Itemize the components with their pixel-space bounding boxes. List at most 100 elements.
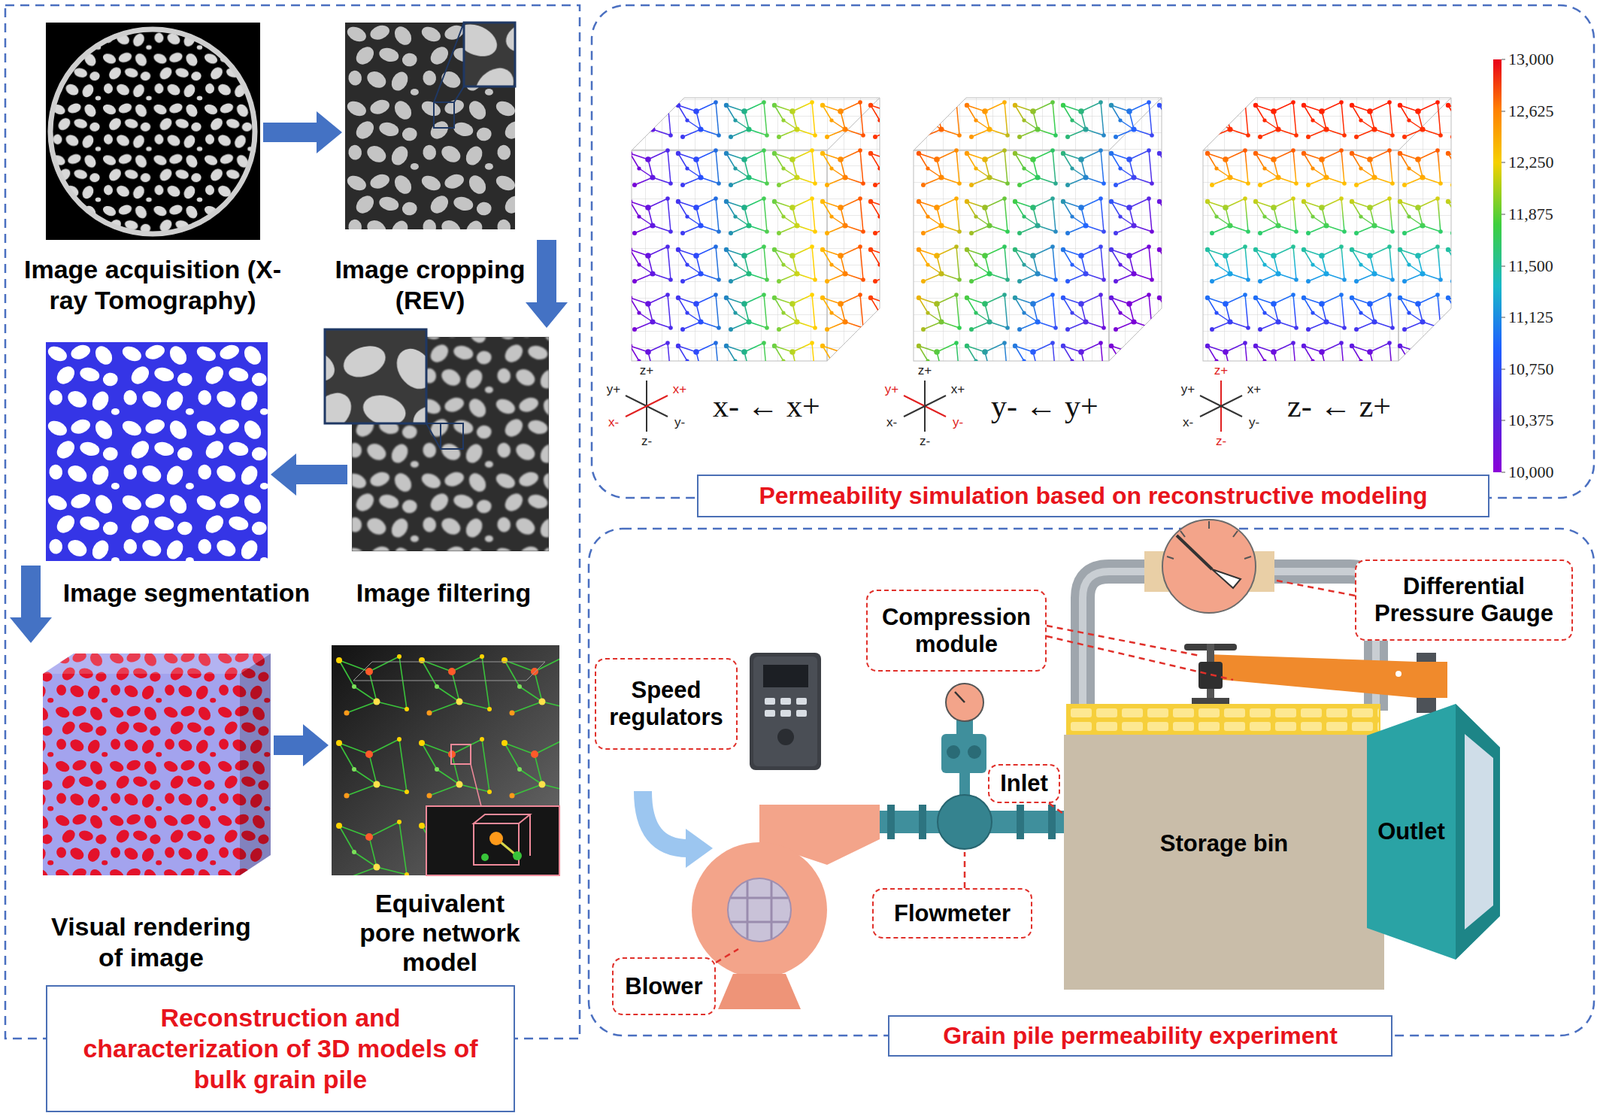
leader-line-part — [1276, 580, 1355, 596]
axis-triad-part — [903, 395, 946, 417]
axis-label: y+ — [606, 382, 621, 397]
segmented-image-part — [45, 342, 268, 561]
ct-image-part — [50, 29, 255, 234]
inlet-pipe-part — [946, 745, 961, 759]
panel-border-part — [5, 5, 580, 1039]
axis-label: x- — [608, 415, 619, 431]
flow-arrow — [270, 453, 348, 496]
blower-part-part — [730, 921, 788, 924]
image-caption: Image segmentation — [43, 577, 330, 609]
outlet-shape — [1366, 703, 1500, 960]
pressure-gauge-part — [1162, 519, 1256, 613]
ct-image-part — [45, 22, 261, 240]
filtered-image-part — [440, 423, 464, 449]
pressure-gauge — [1144, 519, 1275, 613]
color-bar-part — [1501, 59, 1506, 473]
axis-triad-part — [625, 395, 668, 417]
color-bar-part-part — [1501, 317, 1506, 319]
image-caption: Image acquisition (X-ray Tomography) — [17, 254, 288, 316]
callout-label: Inlet — [987, 763, 1061, 804]
speed-regulator-part-part — [796, 709, 807, 717]
node-text: Reconstruction and characterization of 3… — [67, 1002, 494, 1094]
ct-image — [45, 22, 261, 240]
node-text: Compression module — [873, 603, 1040, 658]
segmented-image: Image segmentation — [21, 342, 268, 561]
segmented-image — [45, 342, 268, 561]
color-bar-part — [1493, 59, 1502, 473]
axis-label: z- — [641, 434, 652, 449]
rendered-cube-part — [239, 653, 271, 876]
pore-network-image — [331, 645, 560, 876]
color-bar-part-part — [1501, 266, 1506, 267]
pressure-gauge-part-part — [1233, 530, 1238, 537]
filtered-image: Image filtering — [351, 336, 557, 552]
flow-direction: y- ← y+ — [990, 388, 1099, 424]
panel-border-part — [588, 528, 1594, 1036]
axis-triad-part — [903, 395, 946, 417]
section-title: Permeability simulation based on reconst… — [696, 474, 1490, 518]
pore-network-image-part — [529, 814, 531, 856]
filtered-image-part — [426, 422, 441, 425]
cropped-image-part — [463, 22, 516, 87]
node-text: Speed regulators — [602, 676, 731, 731]
rendered-cube-part — [42, 653, 271, 674]
caption-box: Image acquisition (X-ray Tomography) — [17, 254, 288, 316]
callout-label: Compression module — [866, 589, 1047, 672]
simulation-cube-part-part — [913, 97, 1162, 361]
color-bar-part-part — [1501, 214, 1506, 216]
segmented-image-part — [45, 342, 268, 561]
flow-arrow — [273, 724, 329, 767]
simulation-cube — [913, 97, 1162, 361]
axis-triad-part — [625, 395, 668, 417]
speed-regulator-part-part — [796, 697, 807, 705]
pore-network-image-part — [489, 831, 504, 846]
inlet-pipe-part — [937, 794, 992, 849]
panel-border — [5, 5, 1594, 1039]
bin-lid-part — [1066, 703, 1381, 735]
blower-part-part — [770, 881, 773, 939]
inlet-pipe-part — [945, 683, 984, 722]
speed-regulator-part-part — [764, 697, 776, 705]
simulation-cube — [1203, 97, 1452, 361]
speed-regulator-part-part — [780, 697, 791, 705]
image-caption: Visual rendering of image — [42, 911, 261, 973]
leader-line-part — [1048, 803, 1064, 814]
axis-triad-part — [1200, 395, 1243, 417]
compression-module-part — [1395, 670, 1402, 677]
axis-triad-part — [1200, 395, 1243, 417]
axis-label: z- — [919, 434, 931, 449]
storage-bin: Storage bin — [1063, 734, 1385, 990]
callout-label: Flowmeter — [872, 887, 1033, 939]
cropped-image-part — [433, 22, 464, 103]
node-text: Differential Pressure Gauge — [1362, 572, 1566, 627]
filtered-image-part — [324, 329, 427, 424]
pore-network-image-part — [451, 744, 471, 764]
caption-box: Image cropping (REV) — [317, 254, 543, 316]
colorbar-tick: 10,375 — [1508, 411, 1555, 430]
inlet-pipe-part-part — [1016, 804, 1025, 840]
filtered-image — [324, 329, 549, 552]
speed-regulator-part-part — [780, 709, 791, 717]
flow-arrow — [263, 111, 343, 154]
callout-label: Differential Pressure Gauge — [1354, 559, 1573, 641]
rendered-cube-part — [42, 673, 240, 876]
bin-lid-part — [1067, 705, 1379, 734]
axis-label: y+ — [884, 382, 899, 397]
colorbar-tick: 10,000 — [1508, 463, 1555, 482]
pressure-gauge-part — [1176, 535, 1213, 570]
axis-label: x+ — [951, 382, 965, 397]
image-caption: Equivalent pore network model — [351, 888, 529, 977]
rendered-cube-part — [42, 673, 240, 876]
flow-direction: z- ← z+ — [1287, 388, 1391, 424]
cropped-image-part — [345, 22, 516, 230]
inlet-pipe-part — [941, 733, 987, 773]
cropped-image: Image cropping (REV) — [345, 22, 557, 230]
simulation-cube-part — [913, 97, 1162, 361]
blower-part-part — [746, 881, 749, 939]
node-text: Blower — [624, 972, 703, 1000]
pore-network-image-part — [331, 645, 560, 876]
axis-label: y- — [952, 415, 964, 431]
rendered-cube-part — [42, 653, 271, 674]
axis-label: x- — [886, 415, 897, 431]
